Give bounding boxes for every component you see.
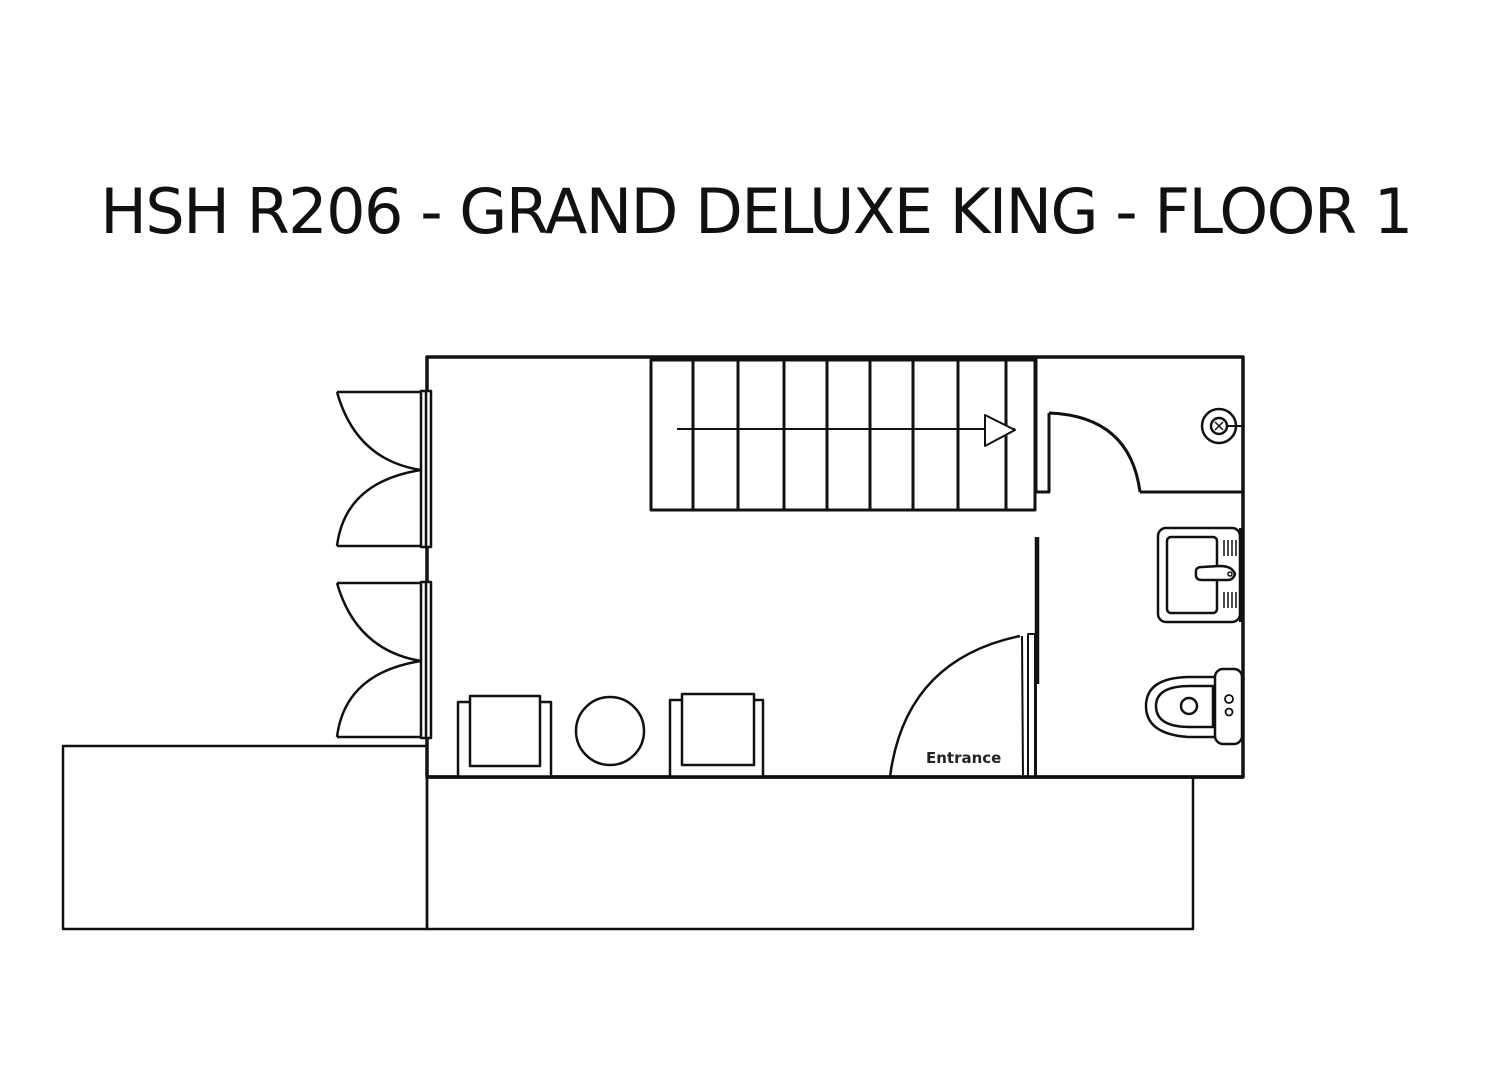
shower-drain-icon — [1200, 407, 1243, 445]
bathroom-door-swing — [1048, 411, 1142, 493]
stair-direction-arrow-icon — [677, 414, 1016, 447]
entrance-partition — [1027, 537, 1040, 778]
french-door-upper — [335, 389, 433, 549]
terrace-outlines — [61, 744, 1195, 931]
bathroom-partition — [1034, 357, 1243, 494]
entrance-label: Entrance — [926, 749, 1001, 767]
plan-title: HSH R206 - GRAND DELUXE KING - FLOOR 1 — [100, 175, 1413, 248]
armchair-left — [456, 694, 553, 779]
washbasin-icon — [1156, 526, 1243, 624]
terrace-bottom — [425, 777, 1195, 931]
round-side-table — [574, 695, 646, 767]
french-door-lower — [335, 580, 433, 740]
staircase — [649, 358, 1037, 512]
toilet-icon — [1144, 667, 1244, 746]
entrance-door-swing — [888, 634, 1021, 778]
terrace-left — [61, 744, 429, 931]
entrance-door[interactable] — [888, 634, 1024, 778]
armchair-right — [668, 692, 765, 779]
